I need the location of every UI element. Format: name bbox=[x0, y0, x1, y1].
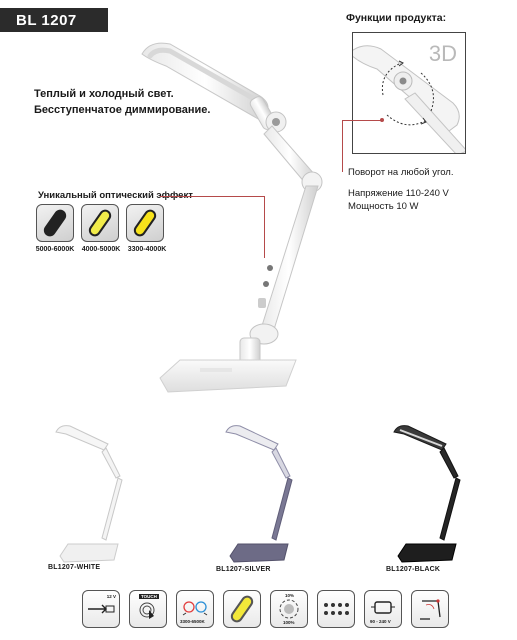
light-bar-icon bbox=[41, 207, 69, 239]
light-bar-icon bbox=[131, 207, 159, 239]
model-tag: BL 1207 bbox=[0, 8, 108, 32]
color-temperature-swatches bbox=[36, 204, 164, 242]
variant-white-image bbox=[55, 425, 123, 563]
variant-silver-image bbox=[225, 425, 293, 563]
variant-label-white: BL1207-WHITE bbox=[48, 564, 101, 571]
swatch-label: 4000-5000K bbox=[81, 246, 121, 253]
dimmer-icon: 10% 100% bbox=[270, 590, 308, 628]
intro-line-2: Бесступенчатое диммирование. bbox=[34, 104, 211, 116]
swatch-cool bbox=[36, 204, 74, 242]
swatch-labels: 5000-6000K 4000-5000K 3300-4000K bbox=[34, 246, 168, 253]
voltage-range-text: 90 - 240 V bbox=[370, 619, 391, 624]
feature-icons: 12 V TOUCH 3300-6500K 10% 100% 90 - 240 … bbox=[82, 590, 449, 628]
color-temperature-icon: 3300-6500K bbox=[176, 590, 214, 628]
swatch-label: 5000-6000K bbox=[35, 246, 75, 253]
spec-power: Мощность 10 W bbox=[348, 201, 419, 212]
rotation-detail-box: 3D bbox=[352, 32, 466, 154]
variant-label-silver: BL1207-SILVER bbox=[216, 566, 271, 573]
variant-black-image bbox=[393, 425, 461, 563]
spec-rotation: Поворот на любой угол. bbox=[348, 167, 454, 178]
intro-line-1: Теплый и холодный свет. bbox=[34, 88, 174, 100]
rotation-joint-image bbox=[353, 45, 465, 153]
spec-voltage: Напряжение 110-240 V bbox=[348, 188, 449, 199]
features-title: Функции продукта: bbox=[346, 12, 447, 24]
led-dots-icon bbox=[317, 590, 355, 628]
callout-line bbox=[264, 196, 265, 258]
variant-label-black: BL1207-BLACK bbox=[386, 566, 441, 573]
callout-line bbox=[160, 196, 264, 197]
swatch-warm bbox=[126, 204, 164, 242]
usb-port-icon: 12 V bbox=[82, 590, 120, 628]
touch-control-icon: TOUCH bbox=[129, 590, 167, 628]
power-adapter-icon: 90 - 240 V bbox=[364, 590, 402, 628]
optical-effect-title: Уникальный оптический эффект bbox=[38, 190, 193, 201]
light-panel-icon bbox=[223, 590, 261, 628]
callout-line bbox=[342, 120, 343, 172]
dimmer-top-text: 10% bbox=[285, 593, 295, 598]
callout-line bbox=[342, 120, 382, 121]
adjustable-angle-icon bbox=[411, 590, 449, 628]
intro-text: Теплый и холодный свет. Бесступенчатое д… bbox=[34, 86, 210, 118]
light-bar-icon bbox=[86, 207, 114, 239]
dimmer-bottom-text: 100% bbox=[283, 620, 295, 625]
touch-text: TOUCH bbox=[139, 594, 159, 599]
color-range-text: 3300-6500K bbox=[180, 619, 205, 624]
swatch-label: 3300-4000K bbox=[127, 246, 167, 253]
label-3d: 3D bbox=[428, 41, 457, 66]
usb-voltage-text: 12 V bbox=[106, 594, 116, 599]
main-lamp-image bbox=[141, 42, 323, 393]
callout-dot bbox=[380, 118, 384, 122]
specifications: Поворот на любой угол. Напряжение 110-24… bbox=[348, 166, 453, 213]
swatch-neutral bbox=[81, 204, 119, 242]
